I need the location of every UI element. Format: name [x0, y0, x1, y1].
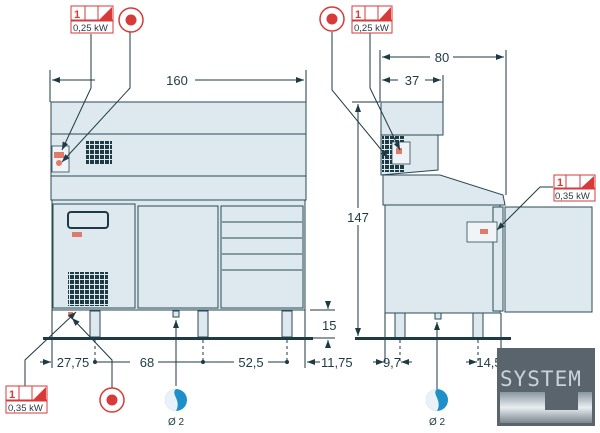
svg-text:0,25 kW: 0,25 kW [73, 23, 108, 34]
dim-9-7: 9,7 [383, 355, 401, 370]
floor-line [43, 337, 313, 340]
dim-11-75: 11,75 [321, 355, 353, 370]
front-width-dimension: 160 [166, 73, 188, 88]
single-phase-icon [99, 7, 112, 20]
counter [50, 175, 307, 201]
svg-text:1: 1 [557, 177, 563, 189]
height-dimension: 147 [347, 210, 369, 225]
water-drain-icon [426, 389, 448, 411]
svg-text:SYSTEM: SYSTEM [500, 367, 582, 391]
legs [89, 310, 293, 338]
svg-text:0,35 kW: 0,35 kW [555, 191, 590, 202]
compressor-grill [68, 272, 108, 306]
door [137, 205, 219, 309]
electrical-connection-icon [118, 7, 144, 33]
svg-text:0,25 kW: 0,25 kW [354, 23, 389, 34]
power-label-front-bottom: 1 0,35 kW [5, 385, 48, 414]
single-phase-icon [581, 176, 594, 188]
vent-grill [86, 141, 112, 165]
drawers [220, 205, 304, 309]
side-depth-dimension: 80 [435, 50, 449, 65]
water-drain-icon [165, 389, 187, 411]
electrical-connection-icon [99, 387, 125, 413]
side-drain-label: Ø 2 [429, 417, 446, 428]
dim-14-5: 14,5 [476, 355, 501, 370]
sloped-counter [382, 174, 506, 206]
open-door [504, 206, 593, 313]
system-logo: SYSTEM [497, 348, 595, 426]
leg-height-dimension: 15 [322, 318, 336, 333]
single-phase-icon [33, 387, 46, 400]
power-label-front-top: 1 0,25 kW [70, 5, 114, 34]
power-label-side-right: 1 0,35 kW [553, 174, 596, 202]
top-depth-dimension: 37 [405, 73, 419, 88]
power-label-side-top: 1 0,25 kW [351, 5, 393, 34]
dim-68: 68 [140, 355, 154, 370]
dim-27-75: 27,75 [57, 355, 90, 370]
display-case [50, 101, 307, 135]
dim-52-5: 52,5 [238, 355, 263, 370]
svg-text:1: 1 [9, 389, 15, 401]
side-view: 80 37 147 9,7 14,5 [331, 32, 593, 389]
svg-text:1: 1 [74, 9, 80, 21]
front-drain-label: Ø 2 [168, 417, 185, 428]
front-view: 160 15 27,75 68 52,5 [24, 32, 353, 388]
side-body [384, 204, 501, 314]
electrical-connection-icon [319, 6, 345, 32]
single-phase-icon [379, 7, 391, 20]
svg-text:1: 1 [355, 9, 361, 21]
svg-text:0,35 kW: 0,35 kW [8, 403, 43, 414]
